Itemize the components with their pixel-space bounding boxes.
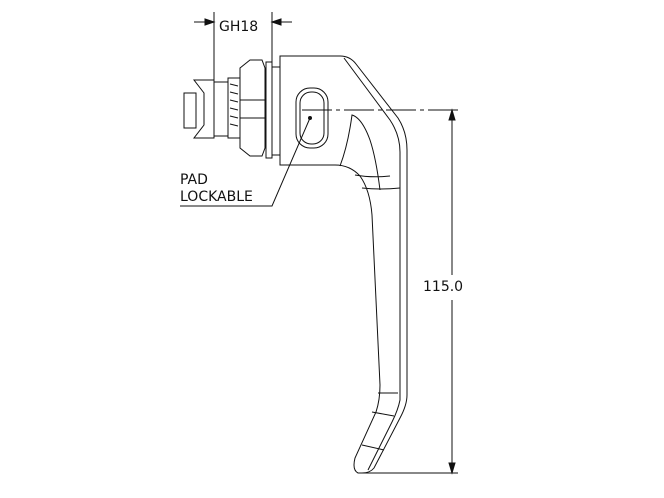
height-dimension: [360, 108, 458, 475]
gh18-dimension: [194, 12, 292, 80]
handle-body: [279, 55, 408, 474]
bolt-assembly: [183, 59, 281, 159]
height-label: 115.0: [423, 279, 464, 295]
pad-label: PAD: [180, 172, 208, 188]
pad-lockable-leader: [180, 117, 311, 207]
lockable-label: LOCKABLE: [180, 189, 253, 205]
gh18-label: GH18: [219, 19, 259, 35]
